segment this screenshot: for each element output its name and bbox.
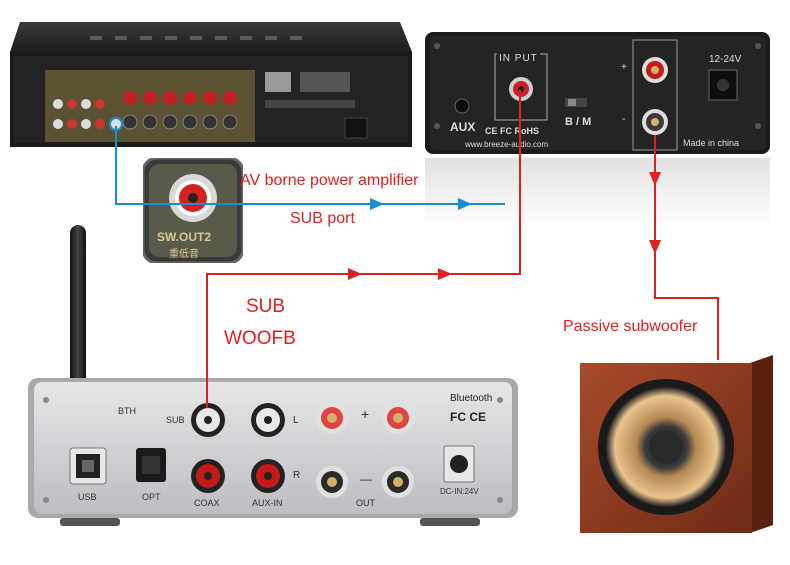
sub-amp-reflection [425,158,770,228]
cert-marks: CE FC RoHS [485,126,539,136]
minus-label: — [360,472,372,486]
cn-label: 重低音 [169,249,199,260]
usb-label: USB [78,492,97,502]
dc-in-label: DC-IN:24V [440,487,479,496]
plus-label: + [361,406,370,422]
made-in-label: Made in china [683,138,740,148]
minus-label: - [622,114,626,125]
bm-label: B / M [565,116,592,128]
passive-subwoofer-speaker [575,355,780,540]
sub-label: SUB [246,296,286,317]
out-label: OUT [356,498,375,508]
opt-label: OPT [142,492,161,502]
coax-label: COAX [194,498,220,508]
sub-port-label: SUB port [290,210,355,227]
passive-subwoofer-label: Passive subwoofer [563,318,698,335]
l-label: L [293,415,299,426]
blue-arrow-1 [370,198,384,210]
bluetooth-label: Bluetooth [450,393,493,404]
sw-out2-label: SW.OUT2 [157,230,212,244]
input-label: IN PUT [497,53,540,64]
red-arrow-4 [649,240,661,254]
plus-label: + [621,62,627,73]
cert-marks: FC CE [450,410,486,424]
aux-label: AUX [450,120,476,134]
aux-in-label: AUX-IN [252,498,283,508]
power-label: 12-24V [709,54,742,65]
subwoofer-amplifier-rear: IN PUT AUX B / M + - 12-24V CE FC RoHS w… [425,32,770,157]
sub-jack-label: SUB [166,415,185,425]
bth-label: BTH [118,406,136,416]
website-label: www.breeze-audio.com [465,140,549,149]
r-label: R [293,470,301,481]
woofb-label: WOOFB [224,328,296,349]
av-amp-label: AV borne power amplifier [240,172,419,189]
bluetooth-amplifier-rear: BTH SUB L R USB OPT COAX AUX-IN + — OUT … [20,220,525,560]
av-receiver-rear-panel [0,0,420,160]
